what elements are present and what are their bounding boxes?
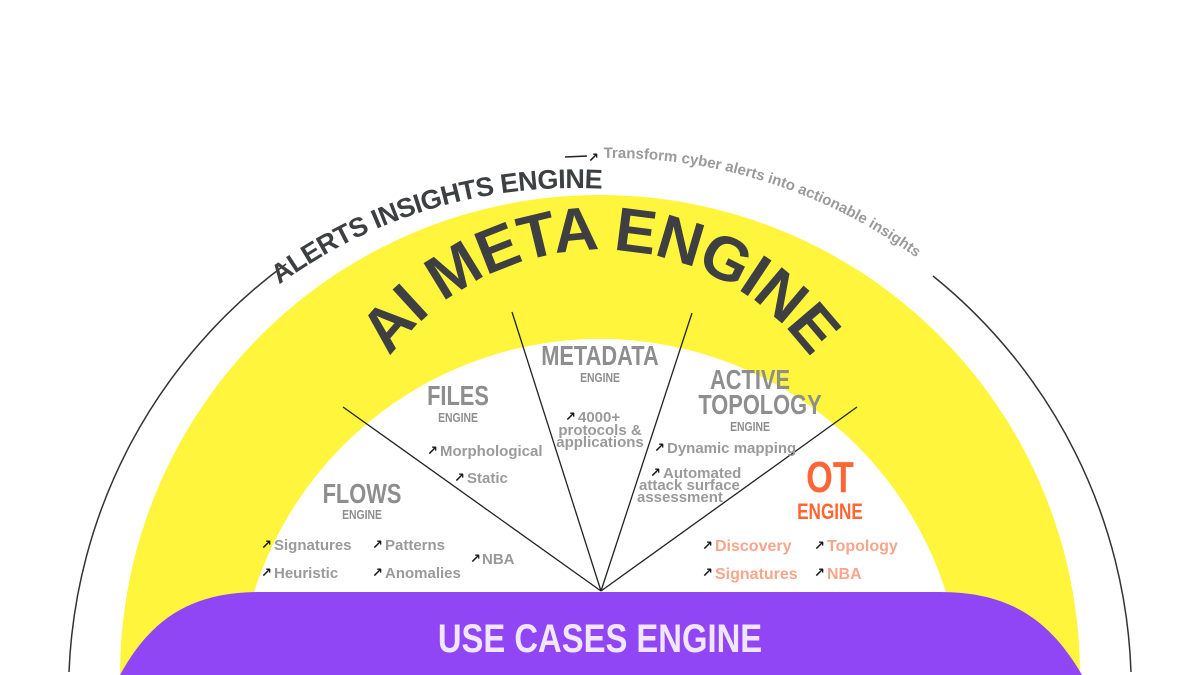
outer-arc-right xyxy=(932,275,1132,673)
arrow-up-right-icon: ↗ xyxy=(702,566,713,581)
arrow-up-right-icon: ↗ xyxy=(814,539,825,554)
active-topology-engine: ACTIVE TOPOLOGY ENGINE ↗ Dynamic mapping… xyxy=(637,364,822,506)
active-topology-title-line-1: ACTIVE xyxy=(710,364,790,395)
ot-item-nba: NBA xyxy=(827,566,862,583)
ot-engine-subtitle: ENGINE xyxy=(797,500,863,525)
ot-engine-title: OT xyxy=(806,453,854,502)
flows-item-heuristic: Heuristic xyxy=(274,565,338,582)
active-topology-item-line-3: assessment xyxy=(637,489,723,506)
active-topology-item-line-1: Automated xyxy=(663,465,741,482)
use-cases-engine-title: USE CASES ENGINE xyxy=(438,616,762,661)
arrow-up-right-icon: ↗ xyxy=(470,552,481,567)
metadata-item-line-2: protocols & xyxy=(558,422,642,439)
arrow-up-right-icon: ↗ xyxy=(454,471,465,486)
ot-engine: OT ENGINE ↗ Discovery ↗ Signatures ↗ Top… xyxy=(702,453,898,583)
flows-engine-title: FLOWS xyxy=(323,478,402,509)
ot-item-signatures: Signatures xyxy=(715,566,798,583)
flows-item-signatures: Signatures xyxy=(274,537,352,554)
arrow-up-right-icon: ↗ xyxy=(814,566,825,581)
arrow-up-right-icon: ↗ xyxy=(427,444,438,459)
outer-arc-left xyxy=(68,263,287,673)
arrow-up-right-icon: ↗ xyxy=(650,466,661,481)
files-engine-title: FILES xyxy=(427,380,489,411)
flows-item-anomalies: Anomalies xyxy=(385,565,461,582)
arrow-up-right-icon: ↗ xyxy=(702,539,713,554)
metadata-engine-title: METADATA xyxy=(541,340,659,371)
flows-item-patterns: Patterns xyxy=(385,537,445,554)
active-topology-title-line-2: TOPOLOGY xyxy=(698,389,822,420)
files-item-morphological: Morphological xyxy=(440,443,543,460)
divider-topology-ot xyxy=(600,406,858,592)
metadata-engine: METADATA ENGINE ↗ 4000+ protocols & appl… xyxy=(541,340,659,451)
engine-dividers xyxy=(342,311,858,592)
arrow-up-right-icon: ↗ xyxy=(372,538,383,553)
arrow-up-right-icon: ↗ xyxy=(372,566,383,581)
flows-engine: FLOWS ENGINE ↗ Signatures ↗ Heuristic ↗ … xyxy=(261,478,515,582)
arrow-up-right-icon: ↗ xyxy=(261,538,272,553)
ot-item-discovery: Discovery xyxy=(715,538,792,555)
active-topology-subtitle: ENGINE xyxy=(730,420,770,434)
divider-flows-files xyxy=(342,406,602,592)
arrow-up-right-icon: ↗ xyxy=(588,151,599,166)
flows-engine-subtitle: ENGINE xyxy=(342,508,382,522)
files-engine-subtitle: ENGINE xyxy=(438,411,478,425)
ot-item-topology: Topology xyxy=(827,538,898,555)
alerts-connector-line xyxy=(564,155,588,158)
files-item-static: Static xyxy=(467,470,508,487)
divider-metadata-topology xyxy=(600,312,693,592)
active-topology-item-line-2: attack surface xyxy=(639,477,740,494)
metadata-item-line-1: 4000+ xyxy=(578,409,620,426)
use-cases-engine-block xyxy=(120,592,1082,675)
active-topology-item-dynamic-mapping: Dynamic mapping xyxy=(667,440,796,457)
flows-item-nba: NBA xyxy=(482,551,515,568)
arrow-up-right-icon: ↗ xyxy=(654,441,665,456)
metadata-item-line-3: applications xyxy=(556,434,644,451)
arrow-up-right-icon: ↗ xyxy=(565,410,576,425)
arrow-up-right-icon: ↗ xyxy=(261,566,272,581)
divider-files-metadata xyxy=(511,311,602,592)
metadata-engine-subtitle: ENGINE xyxy=(580,371,620,385)
files-engine: FILES ENGINE ↗ Morphological ↗ Static xyxy=(427,380,543,487)
inner-engines-region xyxy=(238,338,962,675)
